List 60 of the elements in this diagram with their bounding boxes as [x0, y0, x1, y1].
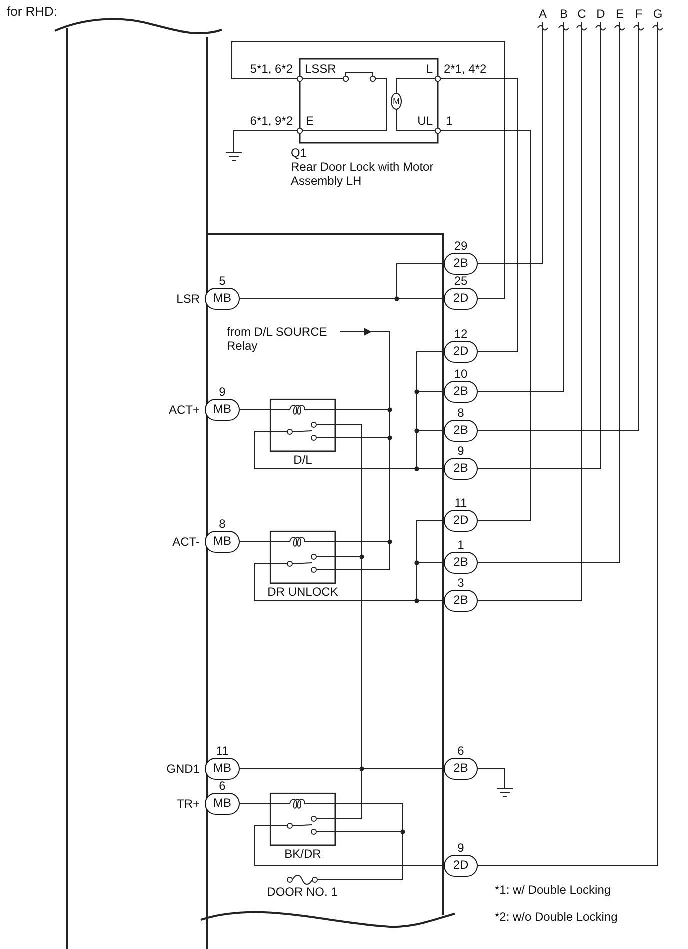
wire — [336, 438, 390, 542]
pin-number: 1 — [458, 539, 464, 551]
wire-letter: E — [614, 7, 625, 21]
relay-label: DR UNLOCK — [268, 585, 338, 599]
wire — [478, 768, 506, 788]
wire — [232, 42, 506, 300]
pin-number: 1 — [446, 114, 453, 128]
pin-number: 25 — [454, 275, 468, 287]
pin-number: 6*1, 9*2 — [250, 114, 293, 128]
wire-letter: D — [596, 7, 606, 21]
pin-number: 6 — [458, 745, 464, 757]
wire-letter: G — [652, 7, 664, 21]
wire — [478, 22, 544, 264]
wire-letter: C — [576, 7, 588, 21]
footnote: *1: w/ Double Locking — [495, 883, 612, 897]
note-text: from D/L SOURCE Relay — [227, 325, 328, 353]
wire — [478, 22, 658, 866]
wire — [318, 804, 404, 880]
wire — [478, 22, 582, 602]
signal-name: ACT- — [172, 535, 200, 549]
title: for RHD: — [7, 5, 58, 19]
pin-number: 9 — [219, 386, 226, 398]
pin-label: L — [426, 62, 433, 76]
motor-symbol: M — [391, 93, 402, 110]
pin-number: 9 — [458, 445, 464, 457]
signal-name: GND1 — [166, 762, 200, 776]
wire — [478, 22, 640, 432]
wire-letter: A — [538, 7, 548, 21]
signal-name: ACT+ — [168, 403, 200, 417]
arrow — [340, 328, 372, 336]
signal-name: LSR — [176, 292, 200, 306]
pin-number: 5 — [219, 275, 226, 287]
wire-letter: F — [634, 7, 644, 21]
pin-number: 3 — [458, 577, 464, 589]
pin-number: 8 — [219, 518, 226, 530]
wire — [478, 22, 620, 564]
pin-number: 11 — [454, 497, 468, 509]
relay-label: D/L — [294, 453, 312, 467]
wire — [254, 826, 444, 866]
pin-number: 11 — [216, 745, 229, 757]
wire — [478, 22, 602, 470]
pin-number: 29 — [454, 240, 468, 252]
pin-number: 12 — [454, 328, 468, 340]
signal-name: TR+ — [176, 797, 200, 811]
pin-number: 6 — [219, 780, 226, 792]
pin-number: 8 — [458, 407, 464, 419]
pin-number: 5*1, 6*2 — [250, 62, 293, 76]
wire-letter: B — [558, 7, 569, 21]
relay-label: BK/DR — [284, 847, 322, 861]
pin-number: 9 — [458, 842, 464, 854]
wire — [478, 22, 564, 392]
component-code: Q1 — [291, 146, 308, 160]
pin-label: E — [306, 114, 314, 128]
fuse-label: DOOR NO. 1 — [267, 885, 338, 899]
pin-label: UL — [418, 114, 433, 128]
component-name: Rear Door Lock with Motor Assembly LH — [291, 160, 435, 188]
pin-number: 10 — [454, 368, 468, 380]
footnote: *2: w/o Double Locking — [495, 910, 618, 924]
pin-label: LSSR — [305, 62, 336, 76]
pin-number: 2*1, 4*2 — [444, 62, 487, 76]
